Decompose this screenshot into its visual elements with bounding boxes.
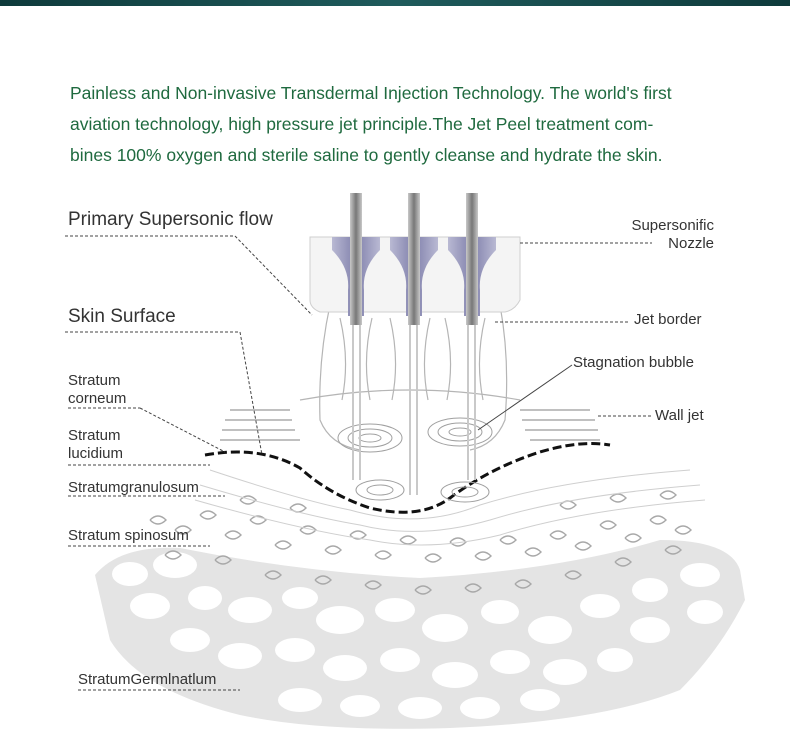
label-stratum-corneum-2: corneum [68, 390, 127, 407]
wall-jet-lines [220, 409, 600, 441]
feed-tubes [350, 193, 478, 325]
intro-paragraph: Painless and Non-invasive Transdermal In… [70, 78, 740, 171]
stagnation-bubbles [337, 417, 493, 503]
intro-line-2: aviation technology, high pressure jet p… [70, 114, 654, 134]
label-stratum-lucidium-1: Stratum [68, 427, 121, 444]
label-stratum-corneum-1: Stratum [68, 372, 121, 389]
label-supersonific-1: Supersonific [631, 217, 714, 234]
label-stagnation-bubble: Stagnation bubble [573, 354, 694, 371]
stagnation-leader [477, 364, 573, 431]
jet-streams [352, 325, 476, 495]
label-primary-supersonic-flow: Primary Supersonic flow [68, 209, 273, 230]
label-stratum-granulosum: Stratumgranulosum [68, 479, 199, 496]
intro-line-1: Painless and Non-invasive Transdermal In… [70, 83, 672, 103]
label-nozzle: Nozzle [668, 235, 714, 252]
label-stratum-lucidium-2: lucidium [68, 445, 124, 462]
jet-plume [299, 304, 521, 451]
label-jet-border: Jet border [634, 311, 702, 328]
intro-line-3: bines 100% oxygen and sterile saline to … [70, 145, 663, 165]
top-banner-strip [0, 0, 790, 6]
label-stratum-germinatium: StratumGermlnatlum [78, 671, 217, 688]
leader-lines [65, 235, 653, 691]
stratum-germinatium-layer [95, 540, 745, 729]
label-skin-surface: Skin Surface [68, 306, 176, 327]
skin-surface-line [204, 442, 611, 514]
label-wall-jet: Wall jet [655, 407, 704, 424]
stratum-spinosum-layer [149, 490, 692, 595]
stratum-granulosum-layer [194, 469, 706, 546]
label-stratum-spinosum: Stratum spinosum [68, 527, 189, 544]
